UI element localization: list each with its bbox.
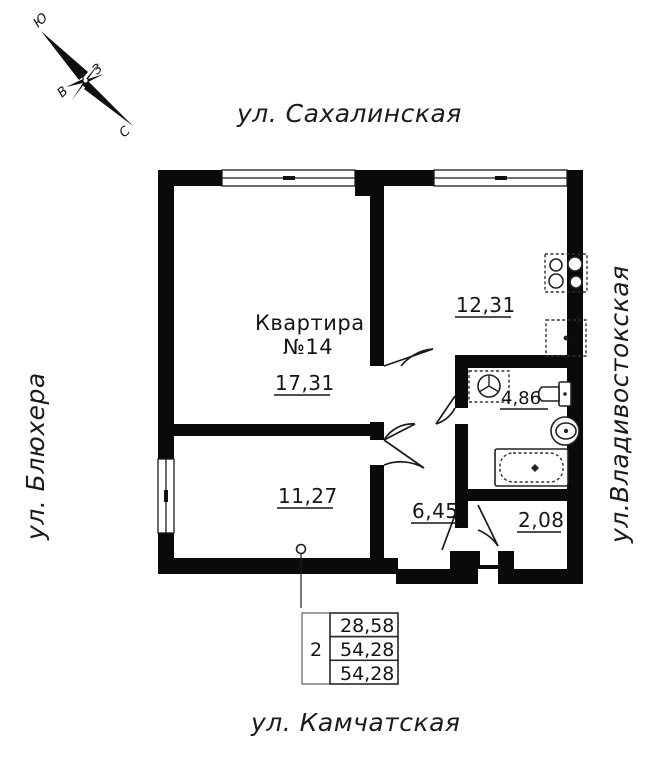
room-area-value: 12,31 xyxy=(456,293,516,317)
street-label-north: ул. Сахалинская xyxy=(236,99,462,128)
summary-value-0: 28,58 xyxy=(340,615,394,637)
room-area-value: 17,31 xyxy=(275,371,335,395)
street-label-south: ул. Камчатская xyxy=(250,708,460,737)
street-label-east: ул.Владивостокская xyxy=(605,265,634,544)
room-area-hallway: 6,45 xyxy=(411,499,459,524)
apartment-title: Квартира №14 xyxy=(255,311,365,359)
doors xyxy=(383,348,499,551)
windows xyxy=(157,169,568,534)
wash-basin-icon xyxy=(550,416,580,446)
summary-rooms-count: 2 xyxy=(310,639,322,661)
room-area-kitchen: 12,31 xyxy=(455,293,516,318)
street-label-west: ул. Блюхера xyxy=(21,372,50,541)
ceiling-light-marker xyxy=(295,543,307,608)
stove-icon xyxy=(544,253,588,293)
room-area-bedroom: 11,27 xyxy=(277,484,338,509)
room-area-value: 2,08 xyxy=(518,508,565,532)
summary-value-1: 54,28 xyxy=(340,639,394,661)
room-area-value: 11,27 xyxy=(278,484,338,508)
apartment-title-line2: №14 xyxy=(283,335,333,359)
bathtub-icon xyxy=(494,448,569,487)
room-area-bathroom: 2,08 xyxy=(517,508,565,533)
sink-icon xyxy=(545,319,587,357)
washing-machine-icon xyxy=(468,370,510,403)
toilet-icon xyxy=(537,381,572,407)
summary-table: 2 28,58 54,28 54,28 xyxy=(301,612,399,685)
room-area-bathroom-wc: 4,86 xyxy=(500,388,548,410)
room-area-value: 6,45 xyxy=(412,499,459,523)
room-area-value: 4,86 xyxy=(501,388,541,409)
summary-value-2: 54,28 xyxy=(340,663,394,685)
room-area-living-room: 17,31 xyxy=(274,371,335,396)
apartment-title-line1: Квартира xyxy=(255,311,365,335)
